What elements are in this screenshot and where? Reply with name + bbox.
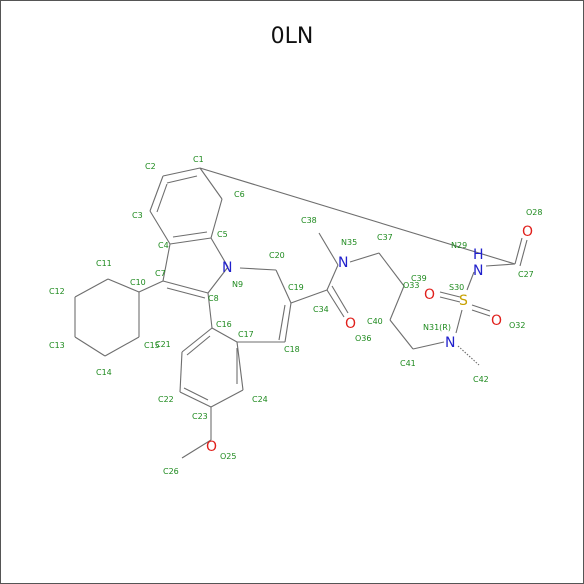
atom-label: C2 — [145, 162, 156, 171]
atom-label: O28 — [526, 208, 542, 217]
o33-symbol: O — [424, 287, 435, 303]
atom-label: C6 — [234, 190, 245, 199]
atom-label: C7 — [155, 269, 166, 278]
n29-symbol: N — [473, 263, 483, 279]
atom-label: C8 — [208, 294, 219, 303]
s30-symbol: S — [459, 293, 468, 309]
bonds — [74, 167, 528, 459]
atom-label: C14 — [96, 368, 112, 377]
atom-label: N31(R) — [423, 323, 451, 332]
n9-symbol: N — [222, 260, 232, 276]
atom-label: O25 — [220, 452, 236, 461]
atom-label: C11 — [96, 259, 112, 268]
atom-label: C15 — [144, 341, 160, 350]
atom-label: N9 — [232, 280, 243, 289]
atom-label: O33 — [403, 281, 419, 290]
o28-symbol: O — [522, 224, 533, 240]
atom-label: C37 — [377, 233, 393, 242]
atom-label: C24 — [252, 395, 268, 404]
atom-label: C19 — [288, 283, 304, 292]
atom-label: C17 — [238, 330, 254, 339]
h29-symbol: H — [473, 247, 484, 263]
atom-label: C20 — [269, 251, 285, 260]
atom-label: C10 — [130, 278, 146, 287]
atom-label: N35 — [341, 238, 357, 247]
atom-label: N29 — [451, 241, 467, 250]
atom-label: C40 — [367, 317, 383, 326]
molecule-title: 0LN — [270, 24, 314, 49]
atom-label: C3 — [132, 211, 143, 220]
n35-symbol: N — [338, 255, 348, 271]
atom-label: C26 — [163, 467, 179, 476]
atom-label: C12 — [49, 287, 65, 296]
o32-symbol: O — [491, 313, 502, 329]
atom-label: C1 — [193, 155, 204, 164]
atom-label: C4 — [158, 241, 169, 250]
atom-label: S30 — [449, 283, 464, 292]
atom-label: C42 — [473, 375, 489, 384]
atom-label: C5 — [217, 230, 228, 239]
o25-symbol: O — [206, 439, 217, 455]
atom-label: C21 — [155, 340, 171, 349]
atom-label: C22 — [158, 395, 174, 404]
atom-label: O32 — [509, 321, 525, 330]
atom-label: C38 — [301, 216, 317, 225]
atom-label: C23 — [192, 412, 208, 421]
atom-label: C39 — [411, 274, 427, 283]
o36-symbol: O — [345, 316, 356, 332]
hetero-atom-symbols: N N H N N S O O O O O — [206, 224, 533, 455]
atom-label: C27 — [518, 270, 534, 279]
n31-symbol: N — [445, 335, 455, 351]
atom-label: C13 — [49, 341, 65, 350]
atom-label: C16 — [216, 320, 232, 329]
atom-labels: C1 C2 C3 C4 C5 C6 C7 C8 N9 C10 C11 C12 C… — [49, 155, 542, 476]
atom-label: C18 — [284, 345, 300, 354]
atom-label: C34 — [313, 305, 329, 314]
atom-label: O36 — [355, 334, 371, 343]
atom-label: C41 — [400, 359, 416, 368]
